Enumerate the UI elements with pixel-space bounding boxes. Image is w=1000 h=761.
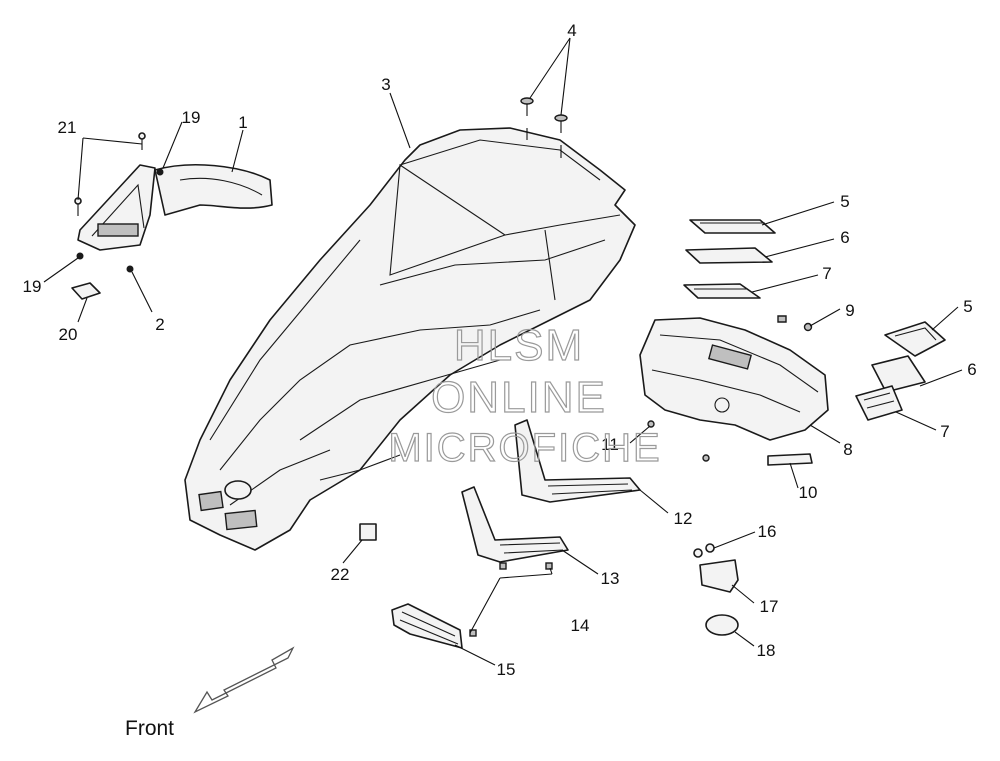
vent-5a (689, 219, 776, 234)
callout-labels: 1 19 21 19 2 20 3 4 5 6 7 9 5 6 7 8 10 1… (23, 21, 977, 679)
nut-16a (693, 548, 703, 558)
nut-2 (126, 265, 134, 273)
fastener-11b (702, 454, 710, 462)
callout-17: 17 (760, 597, 779, 616)
callout-1: 1 (238, 113, 247, 132)
callout-4: 4 (567, 21, 576, 40)
screw-21a (138, 132, 146, 150)
watermark-line-3: MICROFICHE (388, 426, 661, 470)
gasket-10 (767, 453, 813, 466)
callout-21: 21 (58, 118, 77, 137)
filter-6b (871, 355, 926, 393)
callout-5-right: 5 (963, 297, 972, 316)
callout-9: 9 (845, 301, 854, 320)
rivet-9 (803, 322, 813, 332)
screw-9 (777, 315, 787, 323)
callout-11: 11 (601, 435, 619, 454)
clip-14a (499, 562, 507, 570)
gasket-7b (855, 385, 903, 421)
callout-2: 2 (155, 315, 164, 334)
front-label: Front (125, 717, 174, 740)
leader-lines (43, 37, 963, 666)
callout-7-right: 7 (940, 422, 949, 441)
clip-22 (359, 523, 377, 541)
nut-19b (76, 252, 84, 260)
nut-16b (705, 543, 715, 553)
callout-19-left: 19 (23, 277, 42, 296)
screw-21b (74, 197, 82, 216)
nut-19a (156, 168, 164, 176)
fastener-11 (647, 420, 655, 428)
callout-16: 16 (758, 522, 777, 541)
callout-20: 20 (59, 325, 78, 344)
filter-6a (685, 247, 773, 264)
grille-12 (514, 419, 641, 503)
watermark-line-2: ONLINE (431, 373, 607, 422)
callout-3: 3 (381, 75, 390, 94)
vent-5b (884, 321, 946, 357)
callout-5-top: 5 (840, 192, 849, 211)
hood-panel (184, 127, 636, 551)
callout-14: 14 (571, 616, 590, 635)
clip-14b (545, 562, 553, 570)
pad-20 (71, 282, 101, 300)
callout-22: 22 (331, 565, 350, 584)
callout-18: 18 (757, 641, 776, 660)
airbox (639, 317, 829, 441)
callout-19-top: 19 (182, 108, 201, 127)
callout-6-right: 6 (967, 360, 976, 379)
air-duct-assembly (77, 164, 273, 251)
screw-4a (520, 97, 534, 116)
callout-6-top: 6 (840, 228, 849, 247)
callout-8: 8 (843, 440, 852, 459)
front-direction-arrow (193, 646, 295, 714)
gasket-7a (683, 283, 761, 299)
seal-18 (705, 614, 739, 636)
watermark: HLSM ONLINE MICROFICHE (388, 320, 661, 470)
callout-7-top: 7 (822, 264, 831, 283)
bracket-17 (699, 559, 739, 593)
callout-10: 10 (799, 483, 818, 502)
watermark-line-1: HLSM (454, 321, 584, 370)
screw-4b (554, 114, 568, 133)
callout-15: 15 (497, 660, 516, 679)
callout-13: 13 (601, 569, 620, 588)
callout-12: 12 (674, 509, 693, 528)
